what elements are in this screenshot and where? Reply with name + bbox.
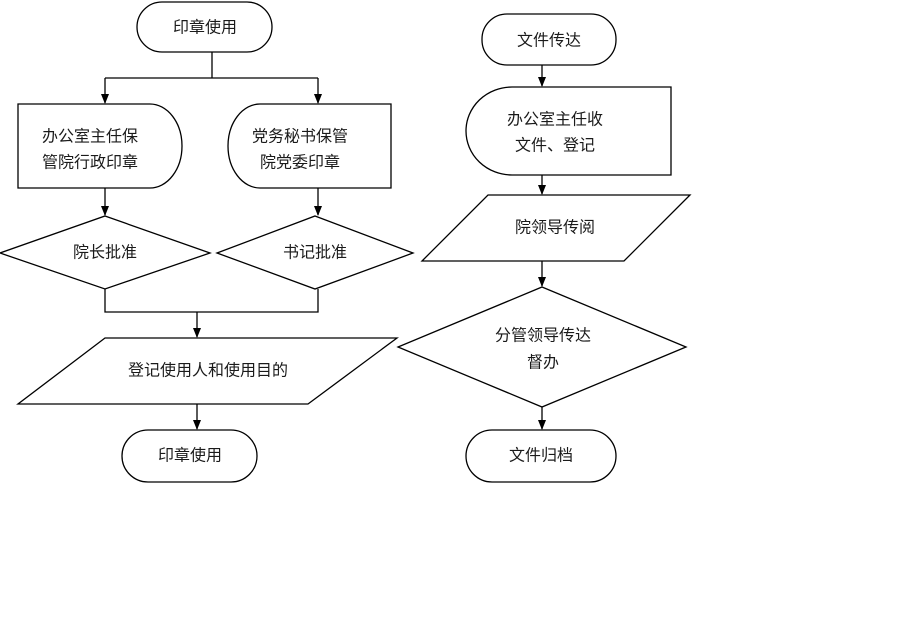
keeper-admin-line1: 办公室主任保 bbox=[42, 127, 138, 146]
leader-read-label: 院领导传阅 bbox=[515, 218, 595, 237]
connector bbox=[104, 289, 319, 313]
keeper-party-line2: 院党委印章 bbox=[260, 153, 340, 172]
keeper-admin-line2: 管院行政印章 bbox=[42, 153, 138, 172]
deliver-line1: 分管领导传达 bbox=[495, 326, 591, 345]
register-io: 登记使用人和使用目的 bbox=[16, 337, 399, 405]
right-start-label: 文件传达 bbox=[517, 31, 581, 50]
right-start-terminator: 文件传达 bbox=[481, 13, 617, 66]
approve-dean-label: 院长批准 bbox=[73, 243, 137, 262]
left-end-terminator: 印章使用 bbox=[121, 429, 258, 483]
approve-secretary-label: 书记批准 bbox=[283, 243, 347, 262]
left-start-label: 印章使用 bbox=[173, 18, 237, 37]
connector bbox=[105, 52, 318, 79]
right-end-terminator: 文件归档 bbox=[465, 429, 617, 483]
left-end-label: 印章使用 bbox=[158, 446, 222, 465]
left-start-terminator: 印章使用 bbox=[136, 1, 273, 53]
receive-storage: 办公室主任收 文件、登记 bbox=[465, 86, 672, 176]
register-label: 登记使用人和使用目的 bbox=[128, 361, 288, 380]
receive-line2: 文件、登记 bbox=[515, 136, 595, 155]
receive-line1: 办公室主任收 bbox=[507, 110, 603, 129]
deliver-line2: 督办 bbox=[527, 353, 559, 372]
leader-read-io: 院领导传阅 bbox=[420, 194, 692, 262]
approve-dean-decision: 院长批准 bbox=[0, 215, 212, 290]
deliver-decision: 分管领导传达 督办 bbox=[396, 286, 688, 408]
keeper-admin-storage: 办公室主任保 管院行政印章 bbox=[17, 103, 183, 189]
keeper-party-storage: 党务秘书保管 院党委印章 bbox=[227, 103, 392, 189]
approve-secretary-decision: 书记批准 bbox=[215, 215, 415, 290]
keeper-party-line1: 党务秘书保管 bbox=[252, 127, 348, 146]
right-end-label: 文件归档 bbox=[509, 446, 573, 465]
